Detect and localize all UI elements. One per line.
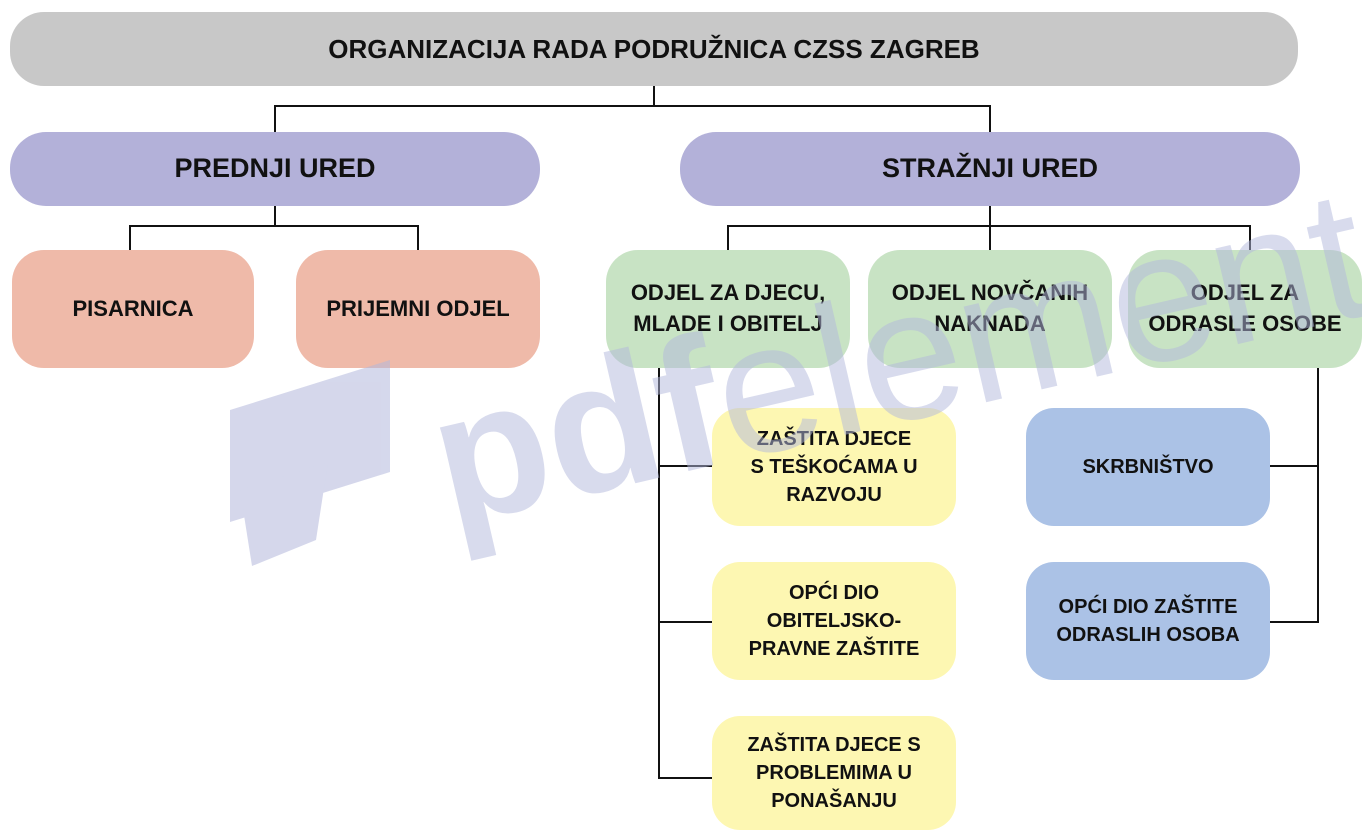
department-financial: ODJEL NOVČANIH NAKNADA	[868, 250, 1112, 368]
connector-offices-bar	[274, 105, 991, 132]
section-adult-protection: OPĆI DIO ZAŠTITE ODRASLIH OSOBA	[1026, 562, 1270, 680]
section-family-legal: OPĆI DIO OBITELJSKO- PRAVNE ZAŠTITE	[712, 562, 956, 680]
back-office-box: STRAŽNJI URED	[680, 132, 1300, 206]
title-box: ORGANIZACIJA RADA PODRUŽNICA CZSS ZAGREB	[10, 12, 1298, 86]
department-adults: ODJEL ZA ODRASLE OSOBE	[1128, 250, 1362, 368]
connector-adults-spine	[1270, 368, 1319, 623]
front-unit-prijemni-odjel: PRIJEMNI ODJEL	[296, 250, 540, 368]
department-children: ODJEL ZA DJECU, MLADE I OBITELJ	[606, 250, 850, 368]
connector-children-spine	[658, 368, 712, 779]
section-guardianship: SKRBNIŠTVO	[1026, 408, 1270, 526]
front-unit-pisarnica: PISARNICA	[12, 250, 254, 368]
connector-front-units-bar	[129, 225, 419, 250]
section-children-development: ZAŠTITA DJECE S TEŠKOĆAMA U RAZVOJU	[712, 408, 956, 526]
section-children-behaviour: ZAŠTITA DJECE S PROBLEMIMA U PONAŠANJU	[712, 716, 956, 830]
front-office-box: PREDNJI URED	[10, 132, 540, 206]
